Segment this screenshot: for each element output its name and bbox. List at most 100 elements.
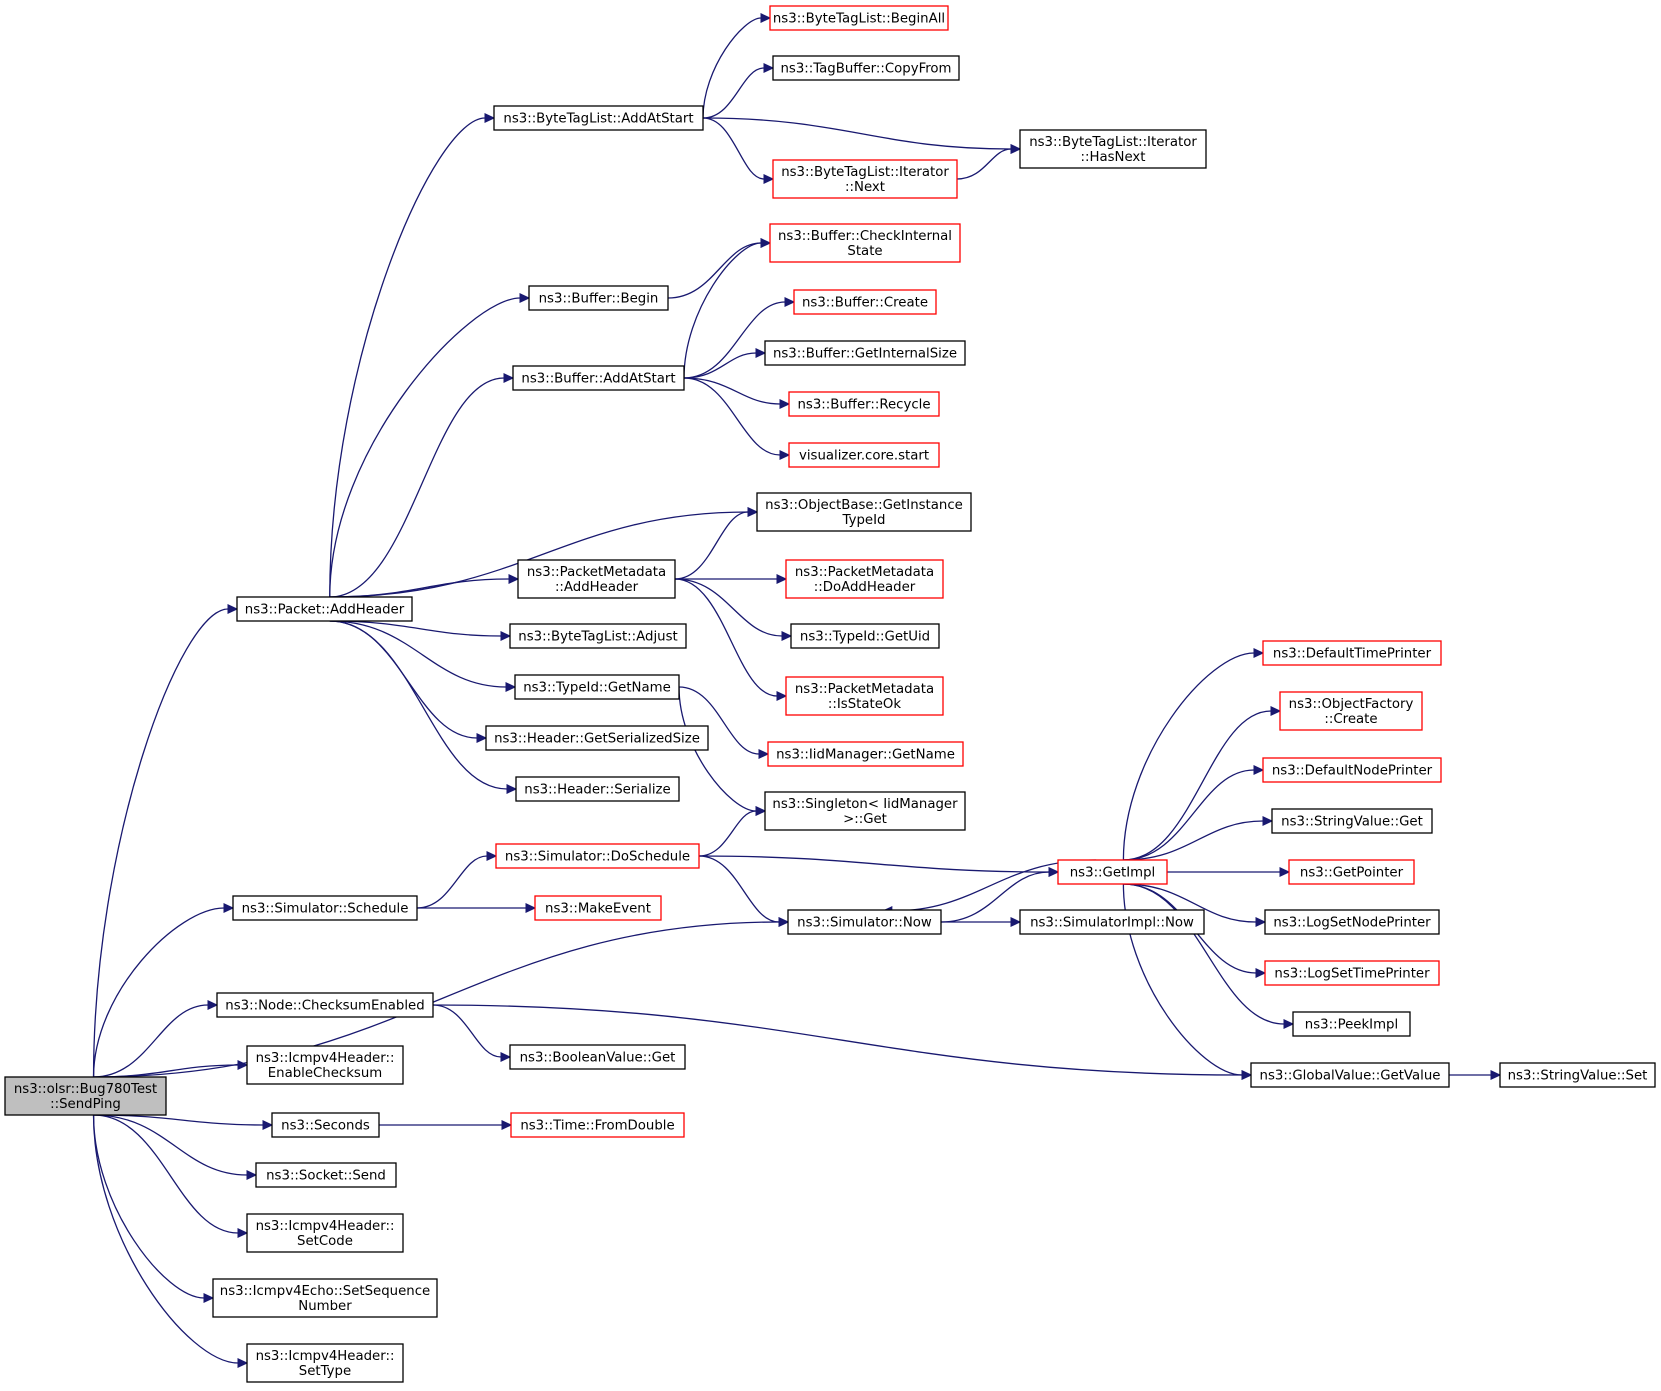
node-peekimpl[interactable]: ns3::PeekImpl [1292,1011,1411,1037]
node-packetmetadata_isstateok[interactable]: ns3::PacketMetadata::IsStateOk [785,676,944,716]
edge-packetmetadata_addheader-to-packetmetadata_isstateok [674,578,778,697]
node-socket_send[interactable]: ns3::Socket::Send [255,1162,397,1188]
edge-buffer_addatstart-to-buffer_create [683,301,786,379]
node-box-bytetaglist_adjust [509,623,687,649]
node-label-singleton_get-line-2: >::Get [843,812,887,827]
arrowhead-bytetaglist_addatstart-to-bytetaglist_beginall [760,13,772,23]
node-typeid_getuid[interactable]: ns3::TypeId::GetUid [790,623,940,649]
node-typeid_getname[interactable]: ns3::TypeId::GetName [514,674,680,700]
node-bytetaglist_adjust[interactable]: ns3::ByteTagList::Adjust [509,623,687,649]
node-icmpv4header_settype[interactable]: ns3::Icmpv4Header::SetType [246,1343,404,1383]
node-getimpl[interactable]: ns3::GetImpl [1057,859,1168,885]
node-simulatorimpl_now[interactable]: ns3::SimulatorImpl::Now [1019,909,1205,935]
node-label-icmpv4header_enablechecksum-line-1: ns3::Icmpv4Header:: [256,1051,395,1066]
node-label-iterator_next-line-2: ::Next [845,180,885,195]
node-tagbuffer_copyfrom[interactable]: ns3::TagBuffer::CopyFrom [772,55,960,81]
node-label-getpointer-line-1: ns3::GetPointer [1300,866,1404,881]
node-logsettimeprinter[interactable]: ns3::LogSetTimePrinter [1264,960,1440,986]
node-box-defaulttimeprinter [1262,640,1442,666]
node-box-visualizer_start [788,442,940,468]
node-stringvalue_get[interactable]: ns3::StringValue::Get [1271,808,1433,834]
node-label-bytetaglist_adjust-line-1: ns3::ByteTagList::Adjust [518,630,677,645]
node-time_fromdouble[interactable]: ns3::Time::FromDouble [510,1112,685,1138]
arrowhead-globalvalue_getvalue-to-stringvalue_set [1490,1070,1502,1080]
edge-simulator_now-to-getimpl [940,871,1050,923]
node-label-buffer_checkinternal-line-2: State [847,244,882,259]
node-label-icmpv4echo_setsequencenumber-line-1: ns3::Icmpv4Echo::SetSequence [220,1284,430,1299]
node-packet_addheader[interactable]: ns3::Packet::AddHeader [236,596,413,622]
node-box-packet_addheader [236,596,413,622]
arrowhead-root-to-icmpv4echo_setsequencenumber [203,1293,215,1303]
node-bytetaglist_beginall[interactable]: ns3::ByteTagList::BeginAll [769,5,949,31]
node-label-header_getserializedsize-line-1: ns3::Header::GetSerializedSize [494,732,700,747]
node-label-visualizer_start-line-1: visualizer.core.start [799,449,929,464]
node-label-simulator_doschedule-line-1: ns3::Simulator::DoSchedule [505,850,690,865]
node-packetmetadata_doaddheader[interactable]: ns3::PacketMetadata::DoAddHeader [785,559,944,599]
edge-getimpl-to-logsetnodeprinter [1123,883,1257,923]
node-booleanvalue_get[interactable]: ns3::BooleanValue::Get [509,1044,686,1070]
node-box-tagbuffer_copyfrom [772,55,960,81]
node-logsetnodeprinter[interactable]: ns3::LogSetNodePrinter [1264,909,1440,935]
arrowhead-packet_addheader-to-typeid_getname [505,682,517,692]
node-bytetaglist_addatstart[interactable]: ns3::ByteTagList::AddAtStart [493,105,704,131]
edge-root-to-simulator_now [93,921,780,1078]
edge-simulator_schedule-to-simulator_doschedule [416,855,488,909]
node-label-packetmetadata_addheader-line-1: ns3::PacketMetadata [527,565,666,580]
node-iterator_next[interactable]: ns3::ByteTagList::Iterator::Next [772,159,958,199]
node-box-simulator_now [787,909,942,935]
node-icmpv4header_enablechecksum[interactable]: ns3::Icmpv4Header::EnableChecksum [246,1045,404,1085]
node-header_serialize[interactable]: ns3::Header::Serialize [515,776,680,802]
node-box-stringvalue_get [1271,808,1433,834]
node-box-packetmetadata_isstateok [785,676,944,716]
node-box-booleanvalue_get [509,1044,686,1070]
node-defaulttimeprinter[interactable]: ns3::DefaultTimePrinter [1262,640,1442,666]
node-buffer_create[interactable]: ns3::Buffer::Create [793,289,937,315]
node-stringvalue_set[interactable]: ns3::StringValue::Set [1499,1062,1656,1088]
node-globalvalue_getvalue[interactable]: ns3::GlobalValue::GetValue [1250,1062,1450,1088]
node-singleton_get[interactable]: ns3::Singleton< IidManager>::Get [764,791,966,831]
node-buffer_getinternalsize[interactable]: ns3::Buffer::GetInternalSize [764,340,966,366]
node-iidmanager_getname[interactable]: ns3::IidManager::GetName [767,741,964,767]
edge-simulator_doschedule-to-getimpl [698,855,1050,873]
node-box-defaultnodeprinter [1262,757,1442,783]
edge-packet_addheader-to-header_serialize [329,620,508,790]
node-buffer_begin[interactable]: ns3::Buffer::Begin [528,285,669,311]
node-visualizer_start[interactable]: visualizer.core.start [788,442,940,468]
arrowhead-node_checksumenabled-to-booleanvalue_get [500,1052,512,1062]
node-simulator_doschedule[interactable]: ns3::Simulator::DoSchedule [495,843,700,869]
node-iterator_hasnext[interactable]: ns3::ByteTagList::Iterator::HasNext [1019,129,1207,169]
node-node_checksumenabled[interactable]: ns3::Node::ChecksumEnabled [216,992,434,1018]
arrowhead-simulator_schedule-to-makeevent [525,903,537,913]
node-simulator_now[interactable]: ns3::Simulator::Now [787,909,942,935]
node-getpointer[interactable]: ns3::GetPointer [1288,859,1415,885]
edge-root-to-icmpv4echo_setsequencenumber [92,1114,205,1299]
node-makeevent[interactable]: ns3::MakeEvent [534,895,662,921]
node-buffer_addatstart[interactable]: ns3::Buffer::AddAtStart [512,365,685,391]
node-label-buffer_begin-line-1: ns3::Buffer::Begin [539,292,659,307]
node-box-buffer_getinternalsize [764,340,966,366]
node-packetmetadata_addheader[interactable]: ns3::PacketMetadata::AddHeader [517,559,676,599]
node-simulator_schedule[interactable]: ns3::Simulator::Schedule [232,895,418,921]
node-label-globalvalue_getvalue-line-1: ns3::GlobalValue::GetValue [1260,1069,1441,1084]
node-box-logsettimeprinter [1264,960,1440,986]
node-defaultnodeprinter[interactable]: ns3::DefaultNodePrinter [1262,757,1442,783]
node-buffer_recycle[interactable]: ns3::Buffer::Recycle [788,391,940,417]
arrowhead-packet_addheader-to-bytetaglist_addatstart [484,113,496,123]
node-box-objectfactory_create [1279,691,1423,731]
node-label-seconds-line-1: ns3::Seconds [281,1119,370,1134]
node-seconds[interactable]: ns3::Seconds [271,1112,380,1138]
node-label-iterator_hasnext-line-2: ::HasNext [1080,150,1145,165]
node-root[interactable]: ns3::olsr::Bug780Test::SendPing [4,1076,167,1116]
edge-bytetaglist_addatstart-to-bytetaglist_beginall [702,17,762,119]
node-objectfactory_create[interactable]: ns3::ObjectFactory::Create [1279,691,1423,731]
arrowhead-simulator_doschedule-to-singleton_get [755,806,767,816]
node-icmpv4header_setcode[interactable]: ns3::Icmpv4Header::SetCode [246,1213,404,1253]
arrowhead-packetmetadata_addheader-to-packetmetadata_doaddheader [776,574,788,584]
node-label-iterator_hasnext-line-1: ns3::ByteTagList::Iterator [1029,135,1197,150]
node-box-bytetaglist_beginall [769,5,949,31]
node-header_getserializedsize[interactable]: ns3::Header::GetSerializedSize [485,725,709,751]
